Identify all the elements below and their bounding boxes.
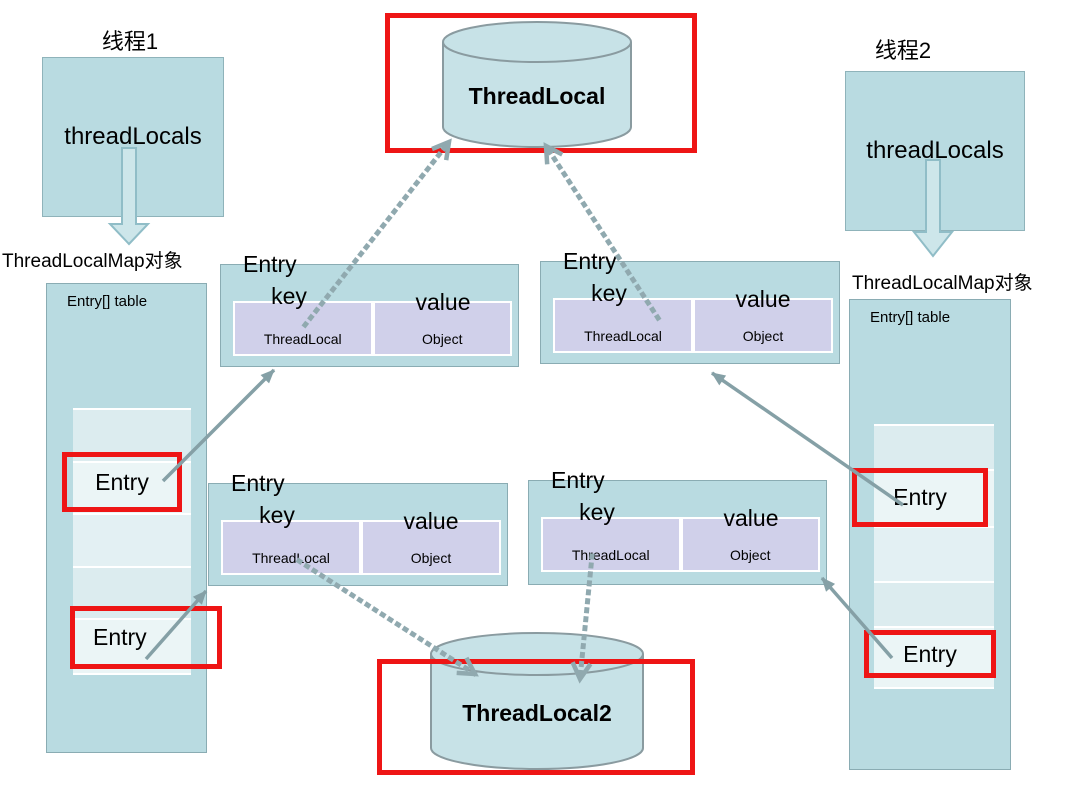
key-header: key bbox=[591, 280, 627, 306]
thread1-map-box: Entry[] table bbox=[46, 283, 207, 753]
table-slot bbox=[874, 583, 994, 626]
thread2-box: threadLocals bbox=[845, 71, 1025, 231]
thread2-array-label: Entry[] table bbox=[870, 309, 951, 326]
entry-table-bottom-right: Entry key value ThreadLocal Object bbox=[528, 467, 827, 585]
entry-table-label: Entry bbox=[231, 470, 285, 496]
table-slot bbox=[874, 426, 994, 469]
threadlocal-label: ThreadLocal bbox=[468, 83, 606, 109]
thread1-array-label: Entry[] table bbox=[67, 293, 148, 310]
entry-table-top-right: Entry key value ThreadLocal Object bbox=[540, 248, 840, 364]
value-cell: Object bbox=[693, 298, 833, 353]
table-slot bbox=[73, 340, 191, 408]
value-header: value bbox=[415, 289, 471, 315]
thread1-field-label: threadLocals bbox=[64, 123, 202, 150]
thread2-entry1-box: Entry bbox=[852, 468, 988, 527]
value-header: value bbox=[735, 286, 791, 312]
entry-label: Entry bbox=[893, 484, 947, 510]
thread2-title: 线程2 bbox=[874, 38, 932, 63]
key-header: key bbox=[579, 499, 615, 525]
entry-table-top-left: Entry key value ThreadLocal Object bbox=[220, 251, 519, 367]
thread2-entry2-box: Entry bbox=[864, 630, 996, 678]
value-header: value bbox=[403, 508, 459, 534]
thread1-entry2-box: Entry bbox=[70, 606, 222, 669]
thread1-title: 线程1 bbox=[101, 29, 159, 54]
thread2-map-box: Entry[] table bbox=[849, 299, 1011, 770]
thread1-box: threadLocals bbox=[42, 57, 224, 217]
entry-table-label: Entry bbox=[551, 467, 605, 493]
thread1-entry1-box: Entry bbox=[62, 452, 182, 512]
entry-table-label: Entry bbox=[563, 248, 617, 274]
thread2-map-title: ThreadLocalMap对象 bbox=[852, 273, 1033, 294]
entry-table-bottom-left: Entry key value ThreadLocal Object bbox=[208, 470, 508, 586]
key-cell: ThreadLocal bbox=[541, 517, 681, 572]
table-slot bbox=[874, 528, 994, 581]
entry-row: ThreadLocal Object bbox=[221, 520, 501, 575]
table-slot bbox=[874, 353, 994, 424]
table-slot bbox=[73, 515, 191, 566]
key-header: key bbox=[259, 502, 295, 528]
threadlocal2-label: ThreadLocal2 bbox=[462, 700, 612, 726]
threadlocal-highlight-box bbox=[385, 13, 697, 153]
value-header: value bbox=[723, 505, 779, 531]
entry-label: Entry bbox=[93, 624, 147, 650]
value-cell: Object bbox=[680, 517, 820, 572]
entry-label: Entry bbox=[95, 468, 149, 495]
entry-row: ThreadLocal Object bbox=[233, 301, 512, 356]
key-header: key bbox=[271, 283, 307, 309]
entry-table-label: Entry bbox=[243, 251, 297, 277]
entry-label: Entry bbox=[903, 640, 957, 667]
thread1-map-title: ThreadLocalMap对象 bbox=[2, 251, 183, 272]
thread2-field-label: threadLocals bbox=[866, 137, 1004, 164]
